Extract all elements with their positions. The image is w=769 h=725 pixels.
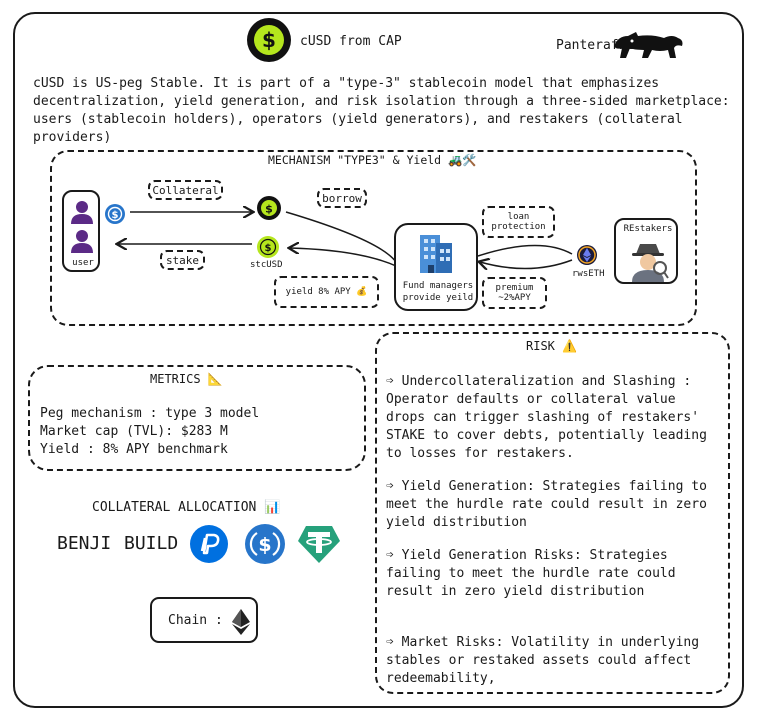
stcusd-label: stcUSD — [250, 260, 283, 270]
metrics-panel — [28, 365, 366, 471]
risk-panel — [375, 332, 730, 694]
svg-text:$: $ — [265, 243, 272, 254]
collateral-benji: BENJI — [57, 533, 112, 554]
stcusd-coin-icon: $ — [256, 235, 280, 263]
risk-item-yield-generation: ➩ Yield Generation: Strategies failing t… — [386, 479, 707, 530]
rwseth-icon — [576, 244, 598, 270]
premium-line2: ~2%APY — [498, 293, 531, 303]
metrics-market-cap: Market cap (TVL): $283 M — [40, 424, 228, 439]
fund-managers-label-2: provide yeild — [402, 293, 474, 303]
svg-text:$: $ — [265, 203, 273, 216]
metrics-peg: Peg mechanism : type 3 model — [40, 406, 260, 421]
user-node: user — [62, 190, 100, 272]
building-icon — [420, 235, 452, 273]
metrics-yield: Yield : 8% APY benchmark — [40, 442, 228, 457]
tether-icon — [297, 523, 341, 569]
rwseth-label: rwsETH — [572, 269, 605, 279]
metrics-title: METRICS 📐 — [150, 372, 223, 386]
dollar-coin-icon: $ — [247, 18, 291, 62]
risk-item-market-risks: ➩ Market Risks: Volatility in underlying… — [386, 635, 700, 686]
paypal-icon — [189, 524, 229, 568]
panther-icon — [612, 28, 686, 62]
risk-list: ➩ Undercollateralization and Slashing : … — [386, 373, 721, 703]
mechanism-panel — [50, 150, 697, 326]
loan-protection-line1: loan — [507, 212, 530, 222]
card-frame — [13, 12, 744, 708]
restakers-label: REstakers — [623, 224, 673, 234]
intro-text: cUSD is US-peg Stable. It is part of a "… — [33, 76, 730, 145]
collateral-label: Collateral — [148, 180, 223, 200]
svg-text:$: $ — [262, 28, 276, 52]
chain-label: Chain : — [168, 613, 223, 628]
user-icon — [71, 201, 93, 253]
user-label: user — [72, 258, 94, 268]
premium-label: premium ~2%APY — [482, 277, 547, 309]
header-logo: $ — [246, 17, 292, 63]
cusd-coin-icon: $ — [256, 195, 282, 225]
detective-icon — [632, 244, 669, 282]
mechanism-title: MECHANISM "TYPE3" & Yield 🚜🛠️ — [268, 153, 477, 167]
yield-label: yield 8% APY 💰 — [274, 276, 379, 308]
collateral-build: BUILD — [124, 533, 179, 554]
fund-managers-label-1: Fund managers — [402, 281, 474, 291]
ethereum-icon — [232, 609, 250, 635]
stake-label: stake — [160, 250, 205, 270]
svg-text:$: $ — [112, 210, 119, 221]
chain-box: Chain : — [150, 597, 258, 643]
premium-line1: premium — [495, 283, 534, 293]
risk-item-undercollateralization: ➩ Undercollateralization and Slashing : … — [386, 374, 707, 461]
restakers-node: REstakers — [614, 218, 678, 284]
usdc-icon: $ — [244, 523, 286, 569]
loan-protection-label: loan protection — [482, 206, 555, 238]
loan-protection-line2: protection — [491, 222, 546, 232]
svg-text:$: $ — [258, 534, 271, 556]
page-title: cUSD from CAP — [300, 34, 402, 49]
author-name: Panterafii — [556, 38, 635, 53]
risk-title: RISK ⚠️ — [526, 339, 578, 353]
borrow-label: borrow — [317, 188, 367, 208]
fund-managers-node: Fund managers provide yeild — [394, 223, 478, 311]
collateral-title: COLLATERAL ALLOCATION 📊 — [92, 500, 281, 515]
risk-item-yield-generation-risks: ➩ Yield Generation Risks: Strategies fai… — [386, 548, 676, 599]
usdc-small-icon: $ — [104, 203, 126, 229]
